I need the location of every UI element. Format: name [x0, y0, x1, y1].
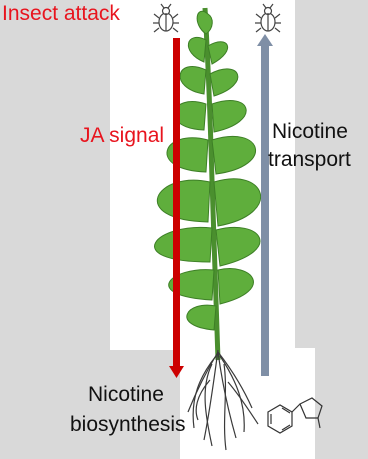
- nicotine-structure-icon: [268, 398, 322, 433]
- beetle-icon: [153, 4, 179, 32]
- plant-roots: [188, 350, 258, 450]
- insect-attack-label: Insect attack: [2, 2, 120, 26]
- nicotine-transport-arrowhead: [257, 34, 273, 46]
- nicotine-biosynthesis-label-line2: biosynthesis: [70, 413, 186, 437]
- ja-signal-label: JA signal: [80, 124, 164, 148]
- nicotine-transport-label-line1: Nicotine: [272, 120, 348, 144]
- beetle-icon: [255, 4, 281, 32]
- nicotine-transport-label-line2: transport: [268, 148, 351, 172]
- ja-signal-arrowhead: [169, 366, 184, 378]
- ja-signal-arrow: [173, 38, 180, 368]
- nicotine-biosynthesis-label-line1: Nicotine: [88, 383, 164, 407]
- nicotine-transport-arrow: [261, 44, 269, 376]
